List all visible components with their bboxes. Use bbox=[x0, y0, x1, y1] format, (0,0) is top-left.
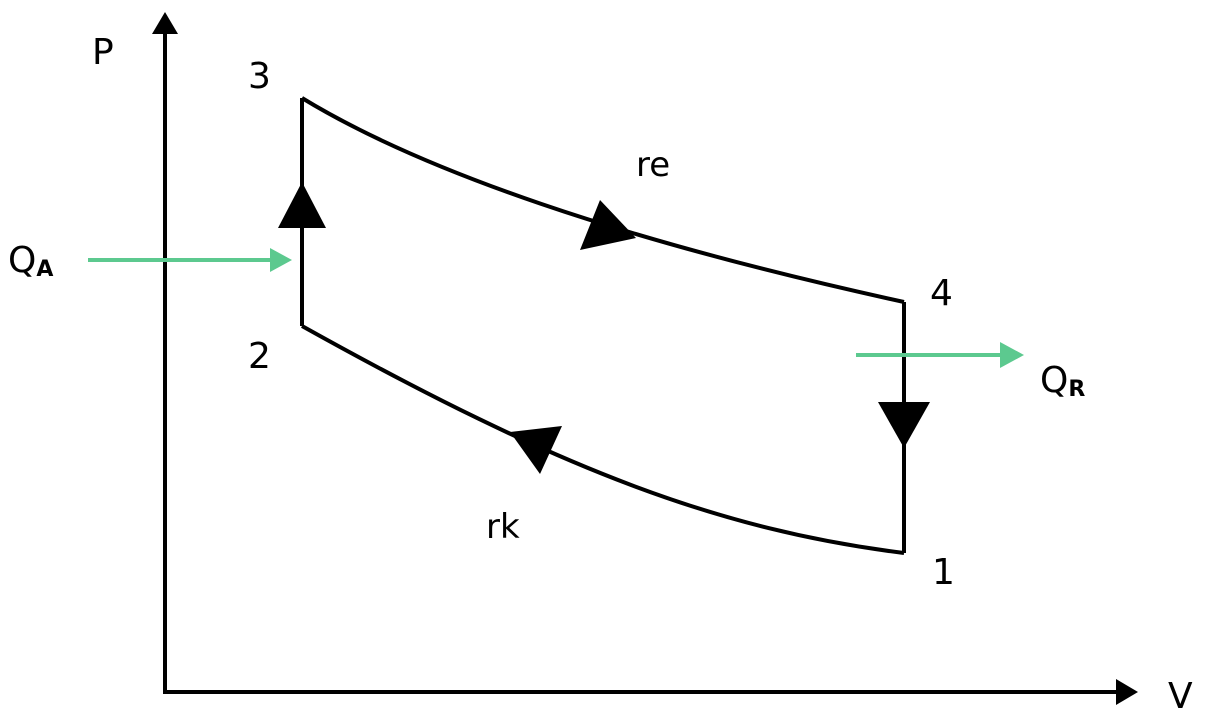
point-label-3: 3 bbox=[248, 56, 271, 97]
process-1-2-compression bbox=[301, 324, 905, 555]
process-3-4-expansion bbox=[300, 96, 905, 304]
arrow-up-icon bbox=[278, 182, 326, 228]
heat-added-label: QA bbox=[8, 240, 53, 282]
x-axis-arrow-icon bbox=[1116, 679, 1138, 705]
y-axis-arrow-icon bbox=[152, 12, 178, 34]
heat-rejected-label: QR bbox=[1040, 360, 1085, 402]
heat-rejected-arrow-icon bbox=[1000, 342, 1024, 368]
heat-added-arrow-icon bbox=[270, 248, 292, 272]
compression-label: rk bbox=[486, 507, 520, 547]
point-label-4: 4 bbox=[930, 273, 953, 314]
y-axis-label: P bbox=[92, 32, 114, 73]
point-label-1: 1 bbox=[932, 552, 955, 593]
point-label-2: 2 bbox=[248, 336, 271, 377]
arrow-expansion-icon bbox=[580, 200, 636, 250]
arrow-down-icon bbox=[878, 402, 930, 448]
x-axis-label: V bbox=[1168, 676, 1193, 717]
expansion-label: re bbox=[636, 145, 670, 185]
arrow-compression-icon bbox=[510, 426, 562, 474]
